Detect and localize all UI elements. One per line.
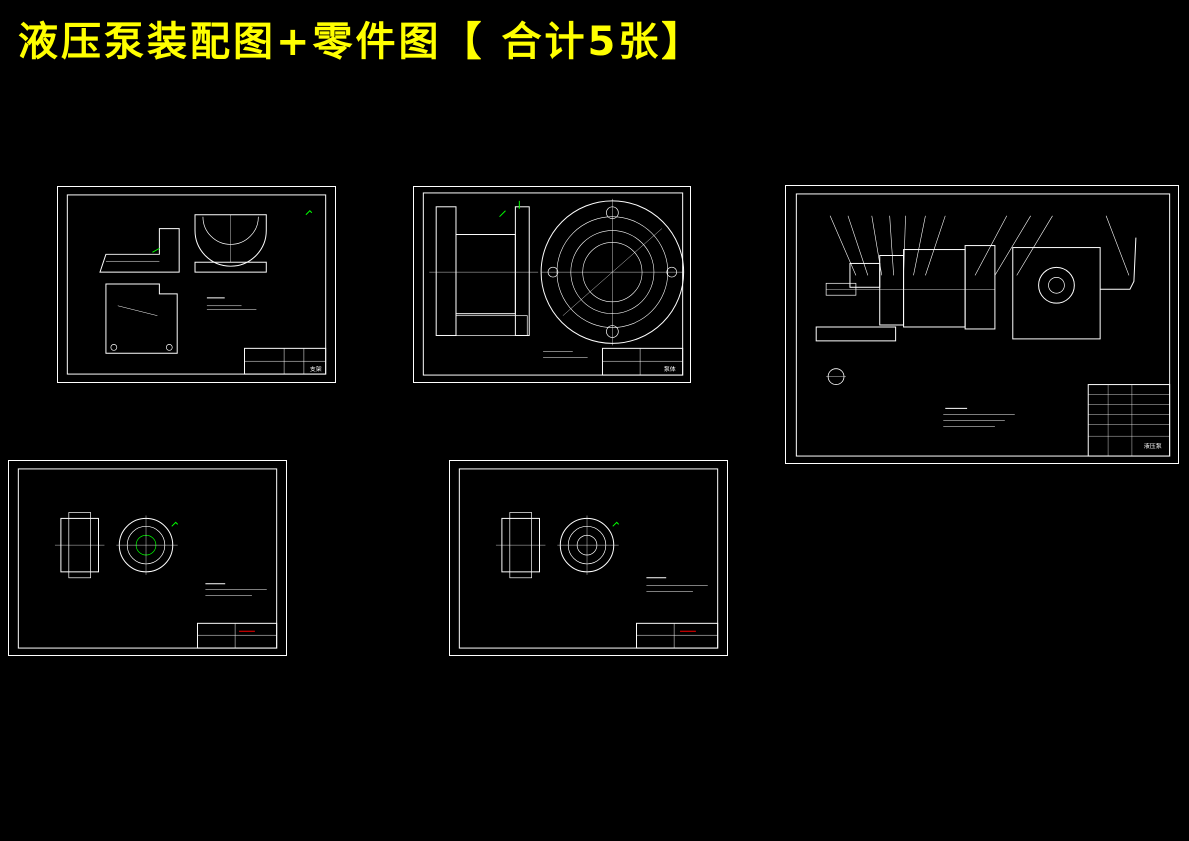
drawing-sheet-gear-part-a[interactable] xyxy=(8,460,287,656)
drawing-sheet-pump-body[interactable]: 泵体 xyxy=(413,186,691,383)
gear-part-b-drawing xyxy=(458,468,719,649)
drawing-sheet-support-bracket[interactable]: 支架 xyxy=(57,186,336,383)
support-bracket-label: 支架 xyxy=(310,365,322,373)
drawing-sheet-pump-assembly[interactable]: 液压泵 xyxy=(785,185,1179,464)
drawing-sheet-gear-part-b[interactable] xyxy=(449,460,728,656)
support-bracket-drawing: 支架 xyxy=(66,194,327,375)
gear-part-a-drawing xyxy=(17,468,278,649)
pump-body-drawing: 泵体 xyxy=(422,192,685,376)
pump-body-label: 泵体 xyxy=(664,365,676,373)
pump-assembly-label: 液压泵 xyxy=(1144,442,1162,450)
pump-assembly-drawing: 液压泵 xyxy=(795,193,1171,457)
page-title: 液压泵装配图+零件图【 合计5张】 xyxy=(18,19,705,65)
